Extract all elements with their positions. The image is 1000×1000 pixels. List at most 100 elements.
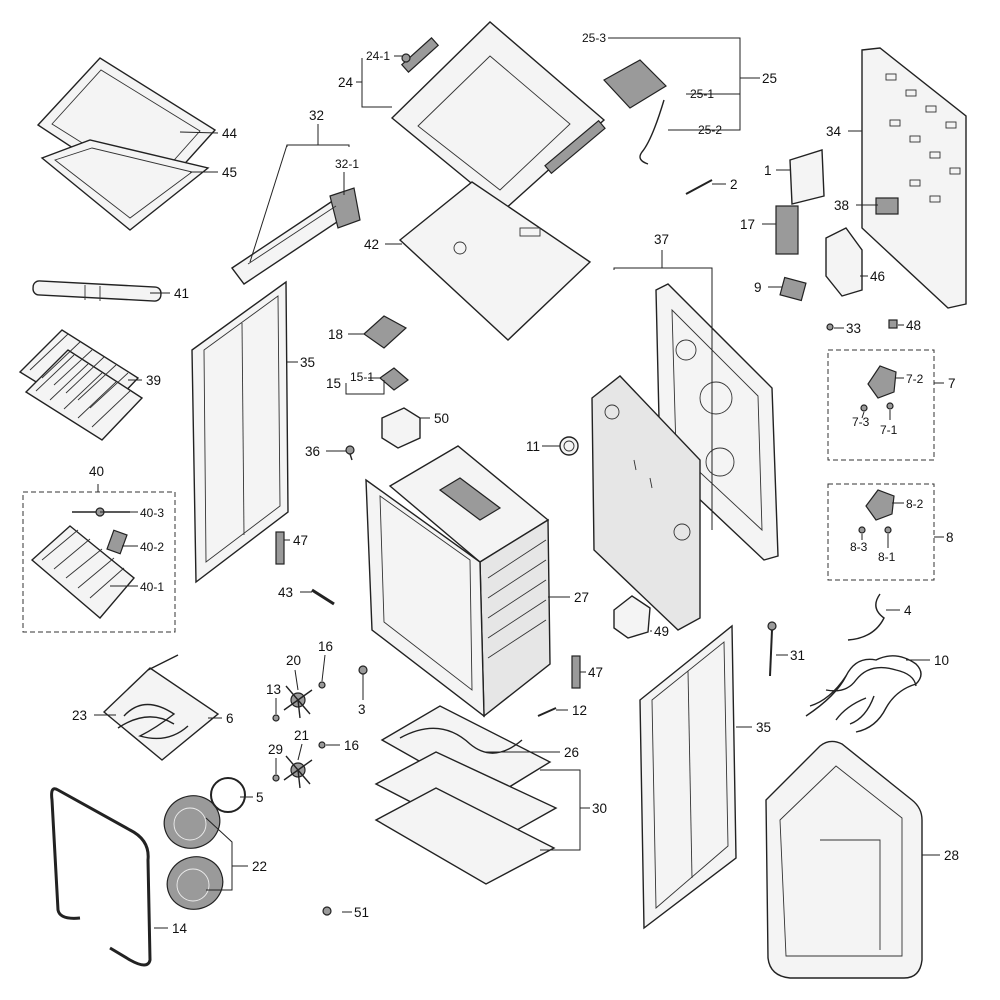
part-22-fan-covers xyxy=(163,795,224,910)
label-26: 26 xyxy=(564,745,579,760)
label-44: 44 xyxy=(222,126,238,141)
part-47a-bracket xyxy=(275,531,285,565)
group-box-8 xyxy=(827,483,935,581)
part-40-2-clip xyxy=(106,529,128,555)
part-16b-screw xyxy=(318,741,326,749)
part-labels: 44 45 41 39 40 40-3 40-2 40-1 32 32-1 35… xyxy=(72,31,959,936)
label-18: 18 xyxy=(328,327,343,342)
part-40-1-wire-rack xyxy=(30,525,135,619)
part-4-wire xyxy=(847,593,885,641)
part-36-screw xyxy=(345,445,355,461)
label-17: 17 xyxy=(740,217,755,232)
label-7: 7 xyxy=(948,376,956,391)
label-48: 48 xyxy=(906,318,921,333)
part-5-ring xyxy=(210,777,246,813)
label-25-2: 25-2 xyxy=(698,123,722,137)
label-16b: 16 xyxy=(344,738,359,753)
label-24-1: 24-1 xyxy=(366,49,390,63)
part-24-top-frame xyxy=(390,21,606,211)
label-8-1: 8-1 xyxy=(878,550,896,564)
part-39-oven-racks xyxy=(18,329,144,441)
part-15-1-sensor xyxy=(379,367,409,391)
label-27: 27 xyxy=(574,590,589,605)
part-8-switch xyxy=(858,489,895,534)
part-32-hinge xyxy=(230,187,361,285)
label-2: 2 xyxy=(730,177,738,192)
part-24-1-screw xyxy=(401,53,411,63)
part-35-door-frame-right xyxy=(639,624,737,930)
label-39: 39 xyxy=(146,373,161,388)
label-1: 1 xyxy=(764,163,772,178)
label-7-2: 7-2 xyxy=(906,372,924,386)
part-42-top-panel xyxy=(398,181,592,341)
label-40-2: 40-2 xyxy=(140,540,164,554)
label-15: 15 xyxy=(326,376,341,391)
label-28: 28 xyxy=(944,848,959,863)
part-27-oven-cavity xyxy=(365,445,551,718)
part-10-wire-harness xyxy=(805,655,922,733)
part-20-fan xyxy=(283,685,313,719)
part-2-sensor xyxy=(685,179,713,195)
part-46-bracket xyxy=(825,227,863,297)
label-11: 11 xyxy=(526,439,540,454)
part-9-terminal xyxy=(779,276,807,302)
part-50-block xyxy=(381,407,421,449)
label-42: 42 xyxy=(364,237,379,252)
label-13: 13 xyxy=(266,682,281,697)
label-34: 34 xyxy=(826,124,842,139)
label-25-3: 25-3 xyxy=(582,31,606,45)
leader-lines xyxy=(94,37,944,929)
label-25: 25 xyxy=(762,71,777,86)
label-8: 8 xyxy=(946,530,954,545)
label-46: 46 xyxy=(870,269,885,284)
part-33-screw xyxy=(826,323,834,331)
label-50: 50 xyxy=(434,411,449,426)
part-38-panel xyxy=(875,197,899,215)
label-40-1: 40-1 xyxy=(140,580,164,594)
part-18-bracket xyxy=(363,315,408,349)
part-25-module xyxy=(603,59,667,165)
part-12-pin xyxy=(537,707,557,717)
part-3-screw xyxy=(358,665,368,675)
label-41: 41 xyxy=(174,286,189,301)
label-8-3: 8-3 xyxy=(850,540,868,554)
part-35-door-frame-left xyxy=(191,280,289,584)
label-43: 43 xyxy=(278,585,293,600)
label-7-3: 7-3 xyxy=(852,415,870,429)
label-35-left: 35 xyxy=(300,355,315,370)
label-12: 12 xyxy=(572,703,587,718)
part-1-label xyxy=(789,149,825,205)
label-8-2: 8-2 xyxy=(906,497,924,511)
label-24: 24 xyxy=(338,75,354,90)
label-23: 23 xyxy=(72,708,87,723)
label-38: 38 xyxy=(834,198,849,213)
part-21-fan xyxy=(283,755,313,789)
label-47a: 47 xyxy=(293,533,308,548)
part-49-bracket xyxy=(613,595,651,639)
label-37: 37 xyxy=(654,232,669,247)
part-28-outer-wrap xyxy=(765,740,923,979)
part-30-bottom-plates xyxy=(374,751,558,885)
label-5: 5 xyxy=(256,790,264,805)
label-14: 14 xyxy=(172,921,188,936)
label-35-right: 35 xyxy=(756,720,771,735)
label-40: 40 xyxy=(89,464,104,479)
part-51-screw xyxy=(322,906,332,916)
label-30: 30 xyxy=(592,801,607,816)
part-48-clip xyxy=(888,319,898,329)
part-41-handle xyxy=(32,280,162,302)
label-36: 36 xyxy=(305,444,320,459)
part-17-connector xyxy=(775,205,799,255)
label-45: 45 xyxy=(222,165,237,180)
label-16a: 16 xyxy=(318,639,333,654)
label-10: 10 xyxy=(934,653,949,668)
label-31: 31 xyxy=(790,648,805,663)
part-16a-screw xyxy=(318,681,326,689)
label-4: 4 xyxy=(904,603,912,618)
part-11-knob xyxy=(559,436,579,456)
label-47b: 47 xyxy=(588,665,603,680)
label-33: 33 xyxy=(846,321,861,336)
part-13-screw xyxy=(272,714,280,722)
label-32: 32 xyxy=(309,108,324,123)
